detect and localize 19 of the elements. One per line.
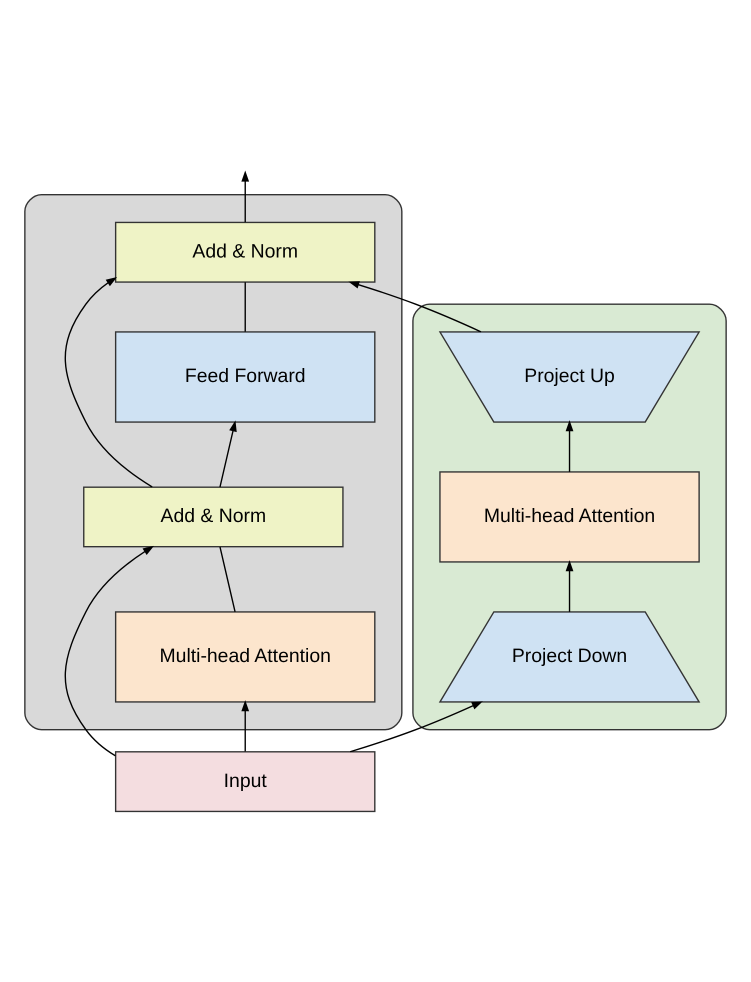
node-box: Multi-head Attention bbox=[439, 470, 700, 562]
node-box: Add & Norm bbox=[114, 221, 376, 282]
arrow bbox=[566, 420, 574, 472]
node-box: Add & Norm bbox=[83, 486, 344, 547]
arrow bbox=[350, 700, 483, 752]
cluster bbox=[24, 194, 403, 730]
node-box: Feed Forward bbox=[114, 330, 376, 422]
arrow bbox=[219, 420, 237, 487]
connector bbox=[219, 546, 236, 612]
arrow bbox=[348, 280, 482, 332]
connector bbox=[244, 282, 246, 332]
arrow bbox=[241, 170, 250, 222]
arrow bbox=[64, 276, 153, 487]
node-box: Multi-head Attention bbox=[114, 610, 376, 702]
arrow bbox=[566, 560, 574, 612]
node-box: Input bbox=[114, 750, 376, 812]
arrow bbox=[241, 700, 250, 751]
arrow bbox=[64, 545, 154, 756]
cluster bbox=[412, 303, 727, 730]
